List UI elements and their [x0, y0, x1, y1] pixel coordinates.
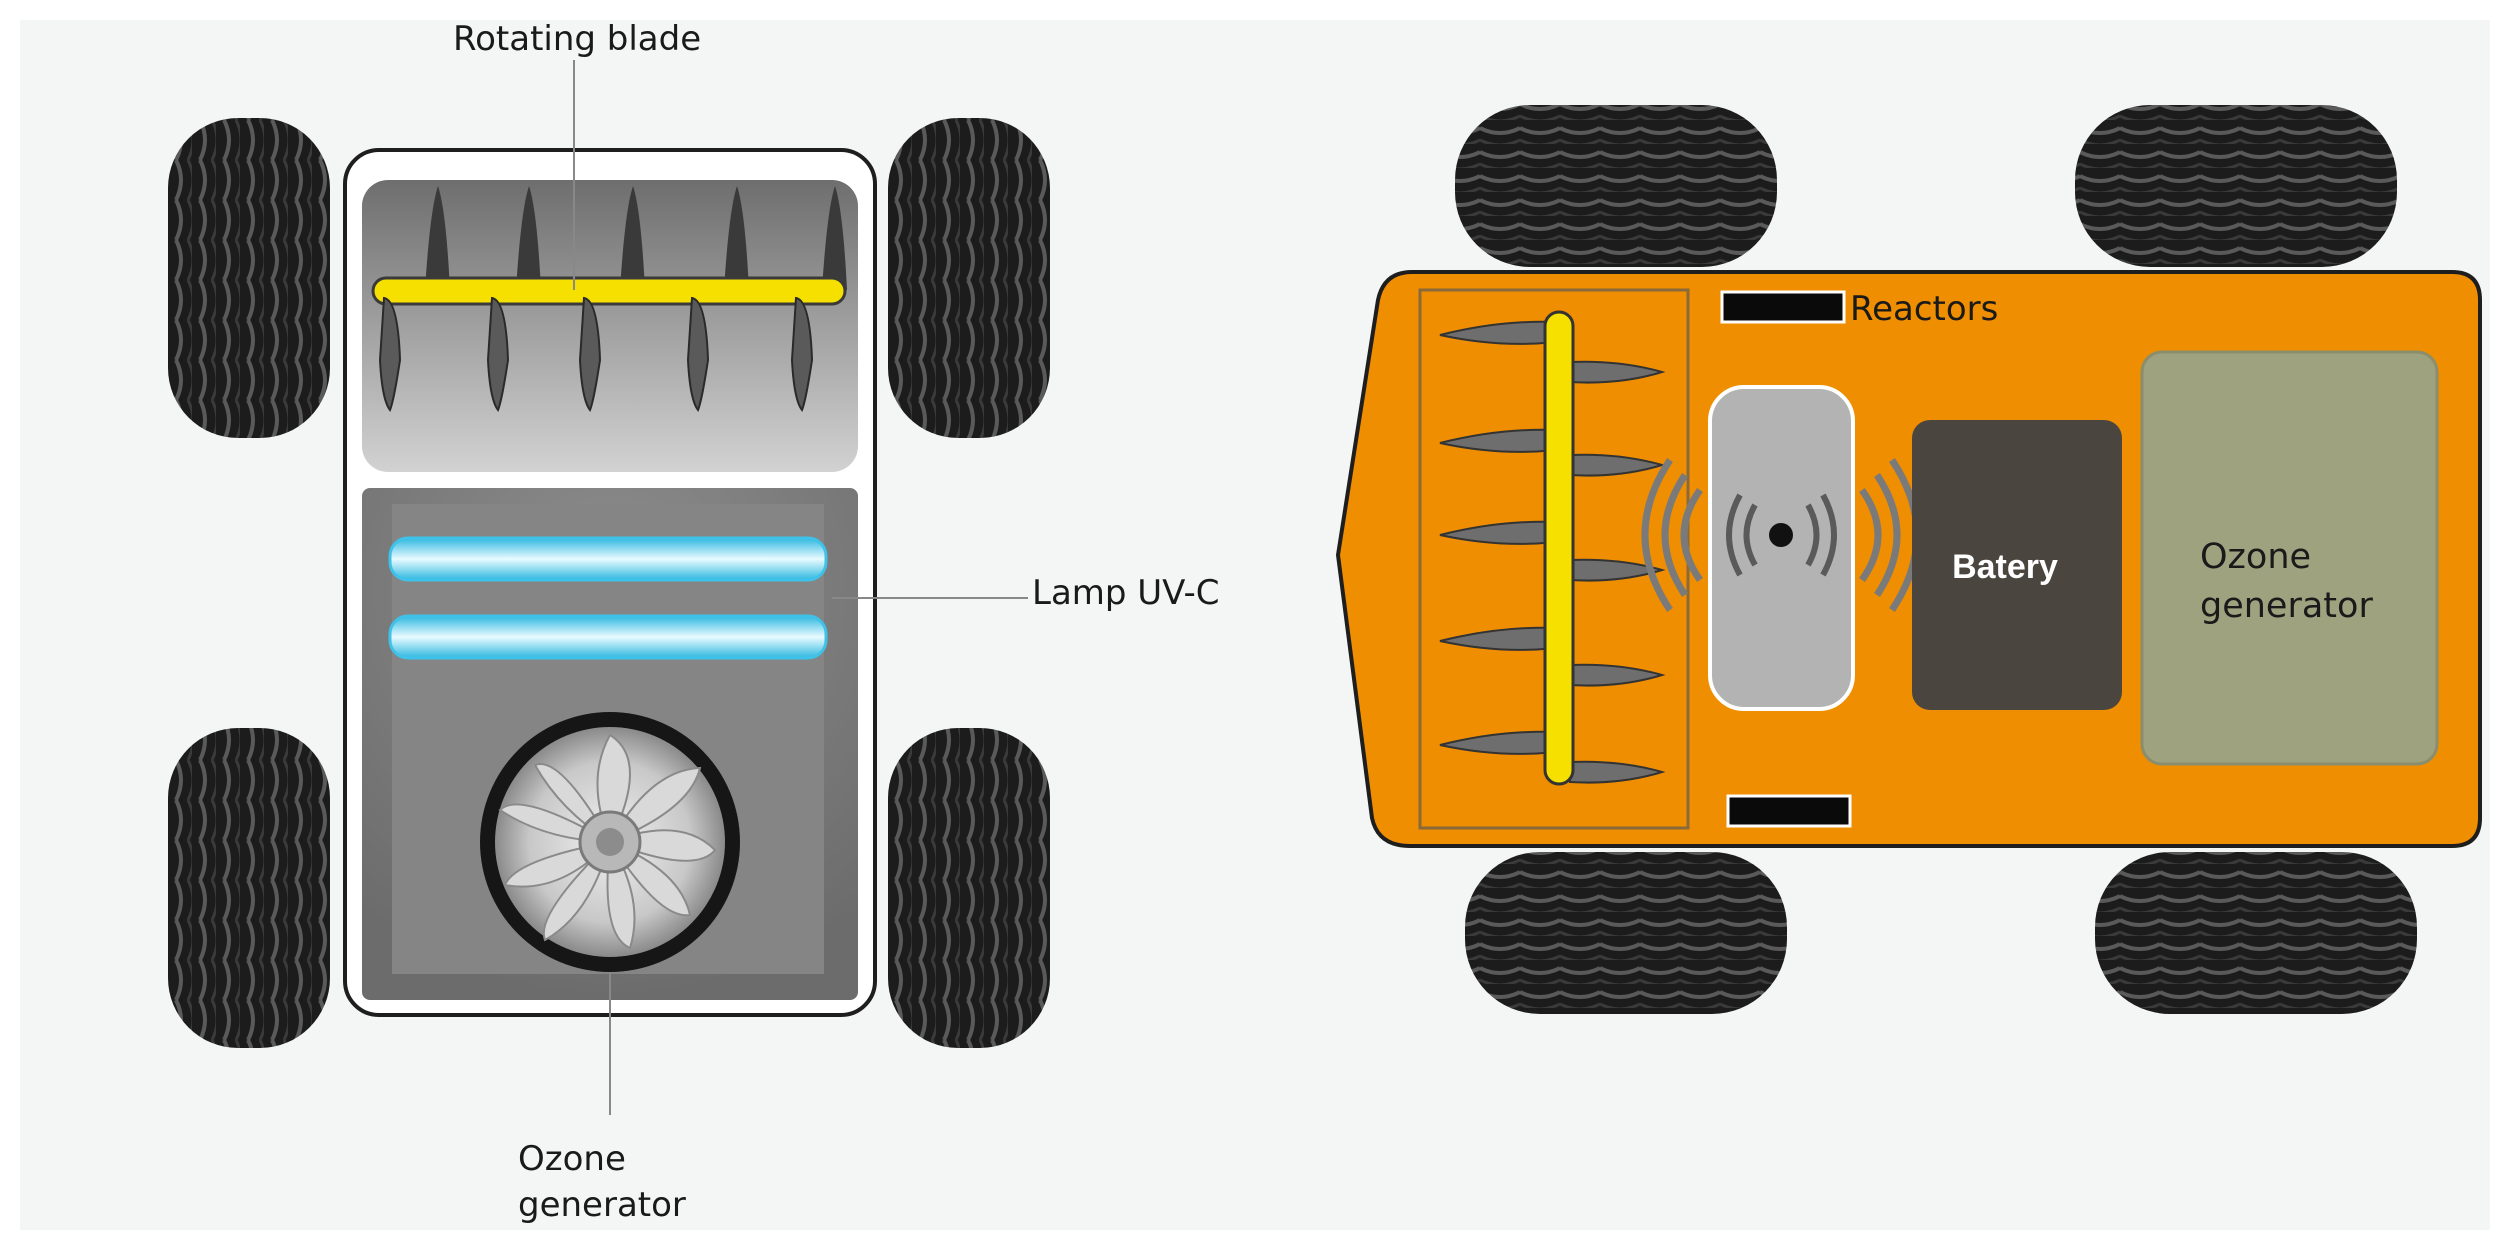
reactor-top — [1720, 290, 1846, 324]
wheel-right-top-front — [1455, 105, 1777, 267]
wheel-rear-right — [888, 728, 1050, 1048]
label-ozone-right-2: generator — [2200, 586, 2373, 626]
wheel-front-left — [168, 118, 330, 438]
wheel-right-bottom-rear — [2095, 852, 2417, 1014]
label-ozone-left-2: generator — [518, 1185, 686, 1225]
label-ozone-left-1: Ozone — [518, 1139, 626, 1179]
side-blade-spikes-left — [1439, 320, 1556, 755]
wheel-rear-left — [168, 728, 330, 1048]
wheel-right-top-rear — [2075, 105, 2397, 267]
left-robot — [168, 118, 1050, 1048]
ozone-generator-box — [2140, 350, 2439, 766]
blade-shaft — [371, 276, 847, 306]
wheel-front-right — [888, 118, 1050, 438]
battery-box — [1912, 420, 2122, 710]
uv-lamp-2 — [388, 614, 828, 660]
uv-lamp-1 — [388, 536, 828, 582]
label-reactors: Reactors — [1850, 289, 1998, 329]
blade-spikes-bottom — [378, 296, 814, 412]
blade-spikes-top — [425, 186, 847, 290]
label-rotating-blade: Rotating blade — [453, 19, 701, 59]
wheel-right-bottom-front — [1465, 852, 1787, 1014]
right-robot: Batery Ozone generator — [1335, 105, 2482, 1014]
label-battery: Batery — [1952, 548, 2058, 586]
reactor-bottom — [1726, 794, 1852, 828]
ozone-fan — [480, 712, 740, 972]
label-ozone-right-1: Ozone — [2200, 537, 2311, 577]
side-blade-shaft — [1543, 310, 1575, 786]
label-lamp-uvc: Lamp UV-C — [1032, 573, 1219, 613]
side-blade-spikes-right — [1569, 360, 1666, 784]
